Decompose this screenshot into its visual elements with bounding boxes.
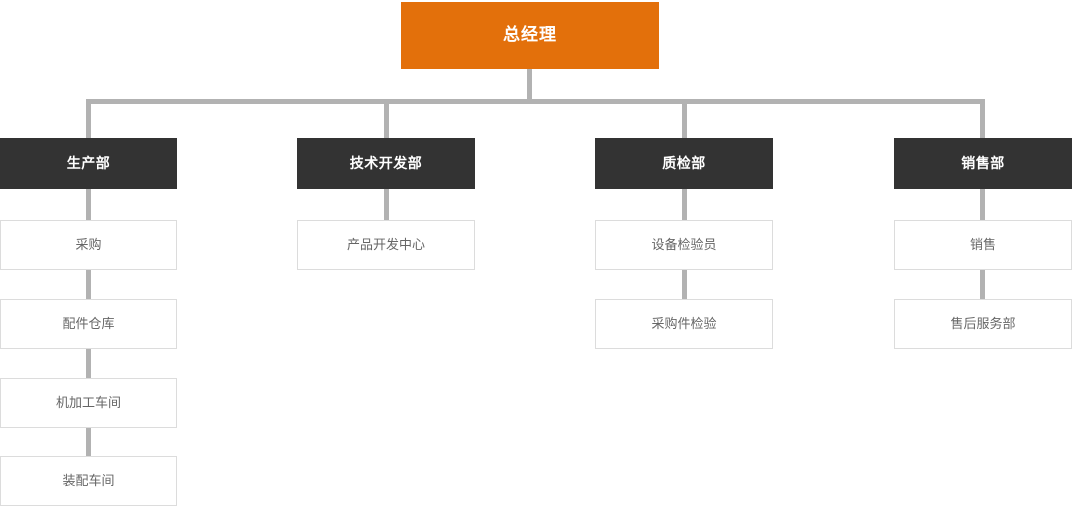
- node-leaf-production-2[interactable]: 配件仓库: [0, 299, 177, 349]
- node-department-quality-label: 质检部: [662, 155, 706, 172]
- node-department-technology-label: 技术开发部: [349, 155, 423, 172]
- connector-horizontal-bus: [86, 99, 985, 104]
- node-leaf-sales-1-label: 销售: [969, 237, 996, 253]
- connector-sales-child-1-to-2: [980, 270, 985, 299]
- node-leaf-production-4[interactable]: 装配车间: [0, 456, 177, 506]
- node-leaf-sales-2[interactable]: 售后服务部: [894, 299, 1072, 349]
- node-root-label: 总经理: [503, 25, 557, 45]
- connector-bus-drop-sales: [980, 99, 985, 139]
- node-root-general-manager[interactable]: 总经理: [401, 2, 659, 69]
- node-leaf-production-3[interactable]: 机加工车间: [0, 378, 177, 428]
- node-leaf-quality-2[interactable]: 采购件检验: [595, 299, 773, 349]
- node-department-technology[interactable]: 技术开发部: [297, 138, 475, 189]
- node-leaf-sales-2-label: 售后服务部: [950, 316, 1016, 332]
- node-leaf-technology-1[interactable]: 产品开发中心: [297, 220, 475, 270]
- connector-production-child-1-to-2: [86, 270, 91, 299]
- node-leaf-production-3-label: 机加工车间: [55, 395, 121, 411]
- node-leaf-production-4-label: 装配车间: [62, 473, 115, 489]
- node-leaf-quality-1-label: 设备检验员: [651, 237, 717, 253]
- connector-production-child-3-to-4: [86, 428, 91, 456]
- connector-production-to-child-1: [86, 189, 91, 220]
- node-department-sales-label: 销售部: [961, 155, 1005, 172]
- node-leaf-sales-1[interactable]: 销售: [894, 220, 1072, 270]
- node-department-production-label: 生产部: [66, 155, 111, 172]
- node-department-quality[interactable]: 质检部: [595, 138, 773, 189]
- node-leaf-quality-2-label: 采购件检验: [651, 316, 717, 332]
- connector-root-stem: [527, 69, 532, 102]
- node-leaf-technology-1-label: 产品开发中心: [346, 237, 425, 253]
- connector-bus-drop-technology: [384, 99, 389, 139]
- node-leaf-production-2-label: 配件仓库: [62, 316, 115, 332]
- node-leaf-production-1[interactable]: 采购: [0, 220, 177, 270]
- node-leaf-quality-1[interactable]: 设备检验员: [595, 220, 773, 270]
- connector-quality-to-child-1: [682, 189, 687, 220]
- connector-sales-to-child-1: [980, 189, 985, 220]
- connector-bus-drop-production: [86, 99, 91, 139]
- node-department-production[interactable]: 生产部: [0, 138, 177, 189]
- connector-quality-child-1-to-2: [682, 270, 687, 299]
- node-department-sales[interactable]: 销售部: [894, 138, 1072, 189]
- node-leaf-production-1-label: 采购: [75, 237, 102, 253]
- connector-technology-to-child-1: [384, 189, 389, 220]
- connector-bus-drop-quality: [682, 99, 687, 139]
- connector-production-child-2-to-3: [86, 349, 91, 378]
